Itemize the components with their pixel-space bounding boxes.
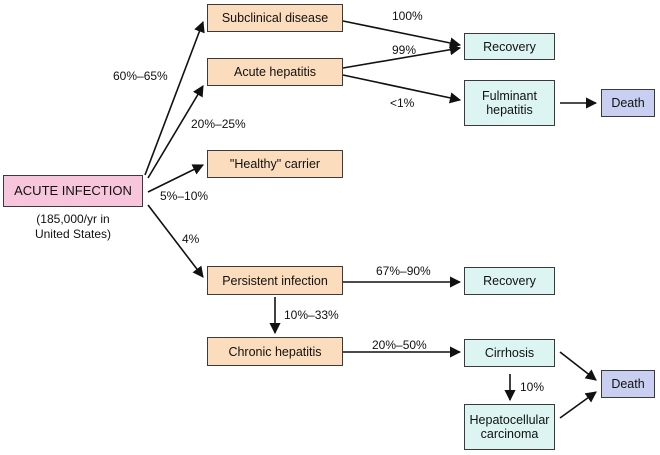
recovery-node-1: Recovery [464, 33, 555, 60]
acute-infection-node: ACUTE INFECTION [3, 175, 143, 207]
edge-label-10: 10% [520, 380, 545, 394]
edge-label-99: 99% [392, 43, 417, 57]
persistent-infection-node: Persistent infection [207, 266, 343, 295]
edge-label-4: 4% [182, 232, 200, 246]
arrow-to-acute-hepatitis [147, 85, 204, 179]
arrow-to-subclinical [144, 20, 205, 176]
hepatocellular-carcinoma-node: Hepatocellular carcinoma [464, 404, 555, 450]
edge-label-100: 100% [392, 9, 423, 23]
recovery-node-2: Recovery [464, 267, 555, 295]
chronic-hepatitis-node: Chronic hepatitis [207, 337, 343, 366]
healthy-carrier-node: "Healthy" carrier [207, 150, 343, 178]
death-node-1: Death [601, 89, 655, 117]
arrow-to-persistent [147, 204, 204, 278]
subclinical-disease-node: Subclinical disease [207, 4, 343, 32]
arrow-acute-to-fulminant [342, 74, 462, 104]
edge-label-67-90: 67%–90% [376, 264, 431, 278]
cirrhosis-node: Cirrhosis [464, 339, 555, 367]
fulminant-hepatitis-node: Fulminant hepatitis [464, 80, 555, 126]
edge-label-20-25: 20%–25% [191, 117, 246, 131]
edge-label-10-33: 10%–33% [284, 308, 339, 322]
edge-label-60-65: 60%–65% [113, 69, 168, 83]
death-node-2: Death [601, 370, 655, 398]
arrow-carcinoma-to-death [559, 391, 597, 419]
acute-hepatitis-node: Acute hepatitis [207, 58, 343, 86]
arrow-to-healthy-carrier [147, 164, 205, 193]
edge-label-lt-1: <1% [390, 96, 415, 110]
acute-infection-note: (185,000/yr in United States) [34, 212, 112, 241]
edge-label-20-50: 20%–50% [372, 338, 427, 352]
arrow-subclinical-to-recovery [342, 20, 462, 49]
arrow-cirrhosis-to-death [559, 351, 597, 381]
edge-label-5-10: 5%–10% [160, 189, 209, 203]
arrow-acute-to-recovery [342, 44, 462, 69]
